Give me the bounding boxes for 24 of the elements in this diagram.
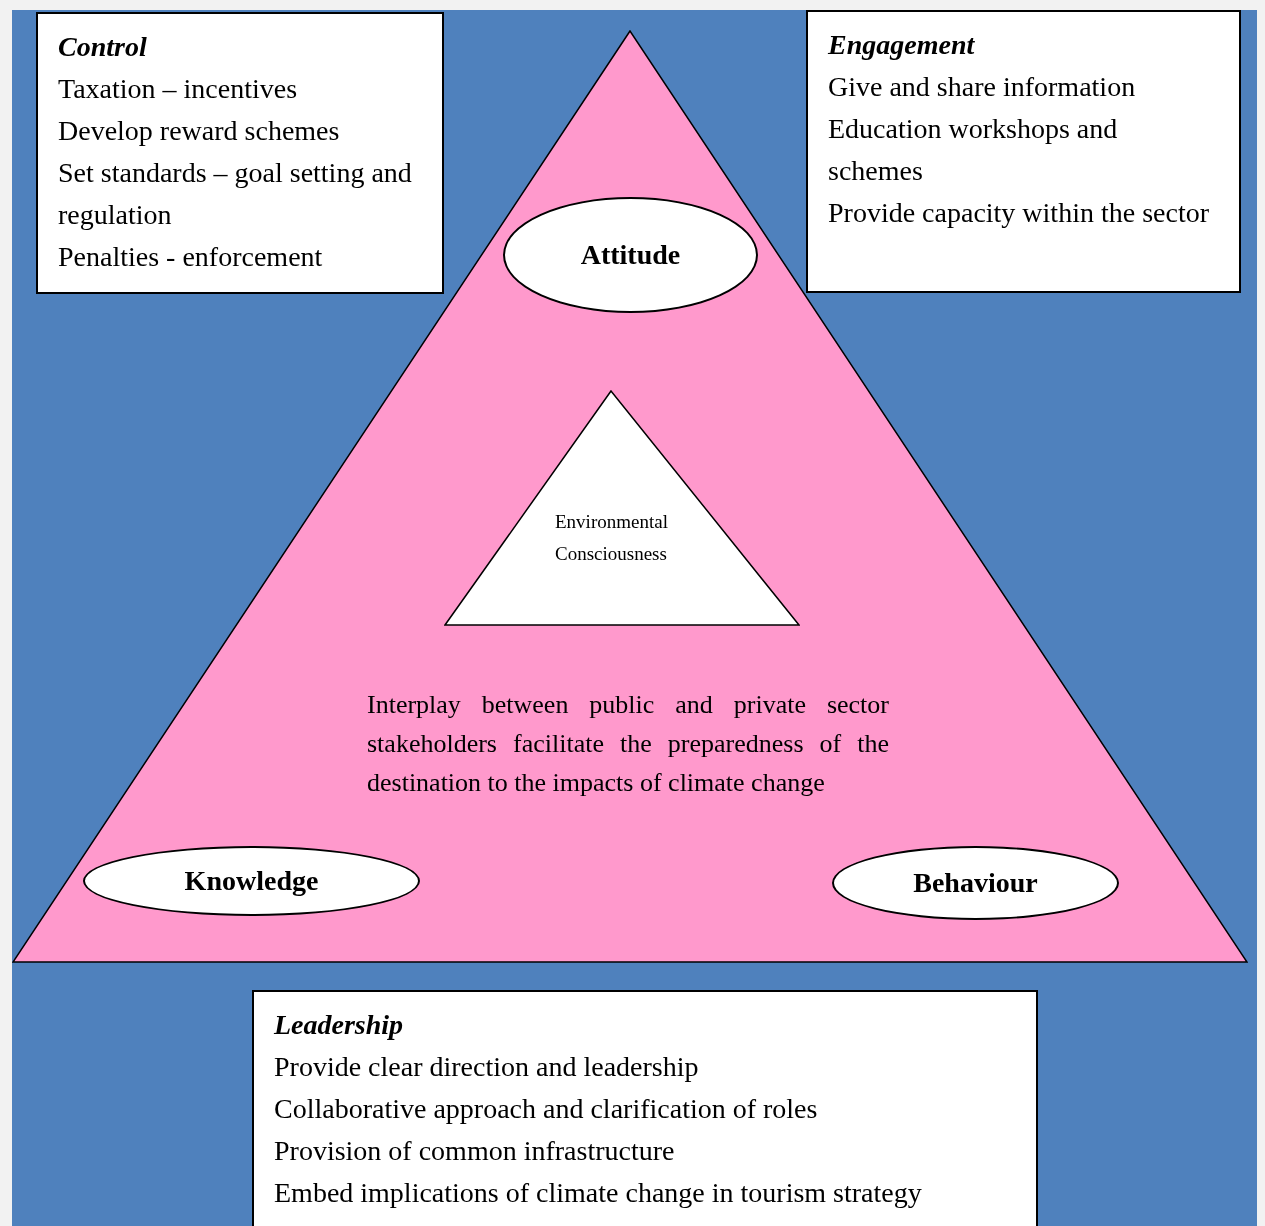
list-item: Give and share information bbox=[828, 70, 1137, 104]
pyramid-triangle bbox=[12, 30, 1248, 963]
box-heading: Engagement bbox=[828, 28, 976, 62]
list-item: Embed implications of climate change in tourism strategy bbox=[274, 1176, 923, 1210]
list-item: Penalties - enforcement bbox=[58, 240, 324, 274]
list-item: Provide capacity within the sector bbox=[828, 196, 1210, 230]
text-box bbox=[36, 12, 444, 294]
list-item: Collaborative approach and clarification of roles bbox=[274, 1092, 819, 1126]
list-item: Set standards – goal setting and regulation bbox=[58, 156, 413, 232]
list-item: Provide clear direction and leadership bbox=[274, 1050, 700, 1084]
list-item: Education workshops and schemes bbox=[828, 112, 1119, 188]
ellipse-label: Knowledge bbox=[184, 864, 319, 898]
text-box bbox=[806, 10, 1241, 293]
box-heading: Control bbox=[58, 30, 148, 64]
ellipse-label: Attitude bbox=[580, 238, 681, 272]
text-box bbox=[252, 990, 1038, 1226]
box-heading: Leadership bbox=[274, 1008, 405, 1042]
list-item: Provision of common infrastructure bbox=[274, 1134, 676, 1168]
list-item: Develop reward schemes bbox=[58, 114, 341, 148]
description-text: Interplay between public and private sector stakeholders facilitate the preparedness of the destination to the impacts of climate change bbox=[367, 689, 889, 799]
inner-triangle bbox=[444, 390, 800, 626]
list-item: Taxation – incentives bbox=[58, 72, 299, 106]
ellipse-label: Behaviour bbox=[913, 866, 1038, 900]
triangle-label: Environmental Consciousness bbox=[555, 510, 669, 566]
